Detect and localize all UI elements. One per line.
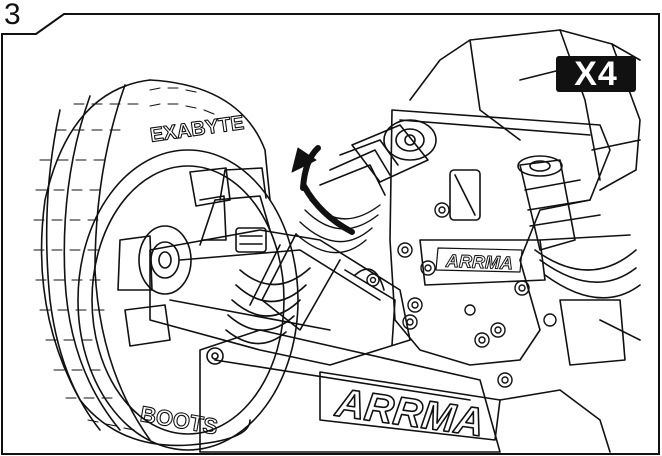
chassis-logo: ARRMA bbox=[445, 251, 514, 273]
rotation-arrow bbox=[291, 145, 355, 235]
wheel-rim bbox=[77, 149, 299, 451]
chassis-plate bbox=[389, 109, 611, 366]
illustration: ARRMA bbox=[33, 29, 641, 453]
suspension-arm bbox=[149, 167, 411, 366]
tire: EXABYTE BOOTS bbox=[33, 79, 271, 447]
step-number: 3 bbox=[4, 0, 21, 31]
model-badge: X4 bbox=[556, 56, 636, 92]
frame-border bbox=[1, 13, 660, 455]
tire-tread bbox=[33, 87, 215, 431]
upper-chassis bbox=[409, 29, 641, 191]
chassis-logo-group: ARRMA bbox=[435, 247, 523, 274]
bumper-logo: ARRMA bbox=[332, 381, 487, 445]
bumper: ARRMA bbox=[199, 329, 611, 453]
tire-sidewall-brand: EXABYTE bbox=[149, 112, 246, 147]
right-shock bbox=[517, 155, 641, 366]
screws bbox=[366, 202, 557, 388]
